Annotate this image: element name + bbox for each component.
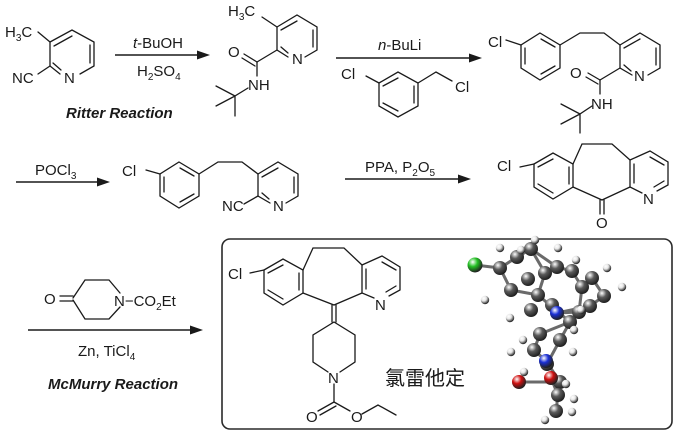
compound-alkylated-amide: Cl O N NH [488, 32, 661, 134]
reagent-nBuLi: n-BuLi [378, 37, 421, 54]
reagent-h2so4: H2SO4 [137, 63, 181, 83]
label-o: O [596, 215, 608, 232]
product-box [221, 238, 673, 430]
label-n: N [375, 297, 386, 314]
hydrogen-atom [540, 415, 550, 425]
carbon-atom [531, 288, 545, 302]
carbon-atom [597, 289, 611, 303]
hydrogen-atom [518, 335, 528, 345]
carbon-atom [563, 315, 577, 329]
reagent-3-chlorobenzyl-chloride: Cl Cl [341, 66, 469, 118]
compound-n-tbutyl-picolinamide: H3C O N NH [215, 3, 318, 117]
label-n: N [64, 70, 75, 87]
reagent-piperidone: O N−CO2Et [44, 279, 177, 320]
arrow-step2: n-BuLi [336, 37, 482, 63]
label-n: N [643, 191, 654, 208]
hydrogen-atom [505, 313, 515, 323]
oxygen-atom [512, 375, 526, 389]
label-cl: Cl [497, 158, 511, 175]
carbon-atom [583, 299, 597, 313]
carbon-atom [585, 271, 599, 285]
label-nc: NC [222, 198, 244, 215]
carbon-atom [575, 280, 589, 294]
label-n: N [292, 51, 303, 68]
hydrogen-atom [553, 243, 563, 253]
reagent-pocl3: POCl3 [35, 162, 77, 182]
hydrogen-atom [495, 243, 505, 253]
label-n: N [328, 370, 339, 387]
carbon-atom [504, 283, 518, 297]
hydrogen-atom [480, 295, 490, 305]
loratadine-3d-model [467, 235, 627, 425]
nitrogen-atom [550, 306, 564, 320]
label-nh: NH [248, 77, 270, 94]
reaction-name-mcmurry: McMurry Reaction [48, 376, 178, 393]
compound-loratadine: Cl N N O O [228, 247, 401, 426]
product-name-loratadine: 氯雷他定 [385, 366, 465, 390]
hydrogen-atom [516, 245, 526, 255]
label-o: O [228, 44, 240, 61]
arrow-step5: Zn, TiCl4 McMurry Reaction [28, 325, 203, 393]
hydrogen-atom [530, 235, 540, 245]
label-o: O [306, 409, 318, 426]
label-n: N [634, 68, 645, 85]
carbon-atom [524, 242, 538, 256]
nitrogen-atom [539, 354, 553, 368]
label-cl: Cl [455, 79, 469, 96]
arrow-step1: t-BuOH H2SO4 Ritter Reaction [66, 35, 210, 122]
label-cl: Cl [488, 34, 502, 51]
hydrogen-atom [569, 325, 579, 335]
carbon-atom [521, 272, 535, 286]
carbon-atom [553, 333, 567, 347]
hydrogen-atom [506, 347, 516, 357]
reaction-name-ritter: Ritter Reaction [66, 105, 173, 122]
hydrogen-atom [569, 394, 579, 404]
label-h3c: H3C [228, 3, 255, 23]
arrow-step3: POCl3 [16, 162, 110, 187]
hydrogen-atom [617, 282, 627, 292]
carbon-atom [524, 303, 538, 317]
carbon-atom [551, 388, 565, 402]
hydrogen-atom [602, 263, 612, 273]
label-nh: NH [591, 96, 613, 113]
label-o: O [351, 409, 363, 426]
oxygen-atom [544, 371, 558, 385]
compound-nitrile-intermediate: Cl NC N [122, 161, 299, 215]
arrow-step4: PPA, P2O5 [345, 159, 471, 184]
carbon-atom [493, 261, 507, 275]
label-cl: Cl [122, 163, 136, 180]
label-o: O [570, 65, 582, 82]
hydrogen-atom [519, 367, 529, 377]
reagent-ppa-p2o5: PPA, P2O5 [365, 159, 435, 179]
carbon-atom [538, 266, 552, 280]
hydrogen-atom [561, 379, 571, 389]
carbon-atom [550, 260, 564, 274]
reagent-zn-ticl4: Zn, TiCl4 [78, 343, 136, 363]
label-n: N [273, 198, 284, 215]
label-nc: NC [12, 70, 34, 87]
hydrogen-atom [567, 407, 577, 417]
chlorine-atom [467, 257, 483, 273]
carbon-atom [565, 264, 579, 278]
hydrogen-atom [568, 347, 578, 357]
label-cl: Cl [341, 66, 355, 83]
carbon-atom [533, 327, 547, 341]
compound-tricyclic-ketone: Cl O N [497, 143, 669, 232]
carbon-atom [527, 343, 541, 357]
label-n-co2et: N−CO2Et [114, 293, 177, 313]
label-o: O [44, 291, 56, 308]
label-h3c: H3C [5, 24, 32, 44]
carbon-atom [549, 404, 563, 418]
hydrogen-atom [571, 255, 581, 265]
label-cl: Cl [228, 266, 242, 283]
compound-2-cyano-3-methylpyridine: H3C NC N [5, 24, 95, 87]
reagent-tBuOH: t-BuOH [133, 35, 183, 52]
hydrogen-atom [576, 305, 586, 315]
